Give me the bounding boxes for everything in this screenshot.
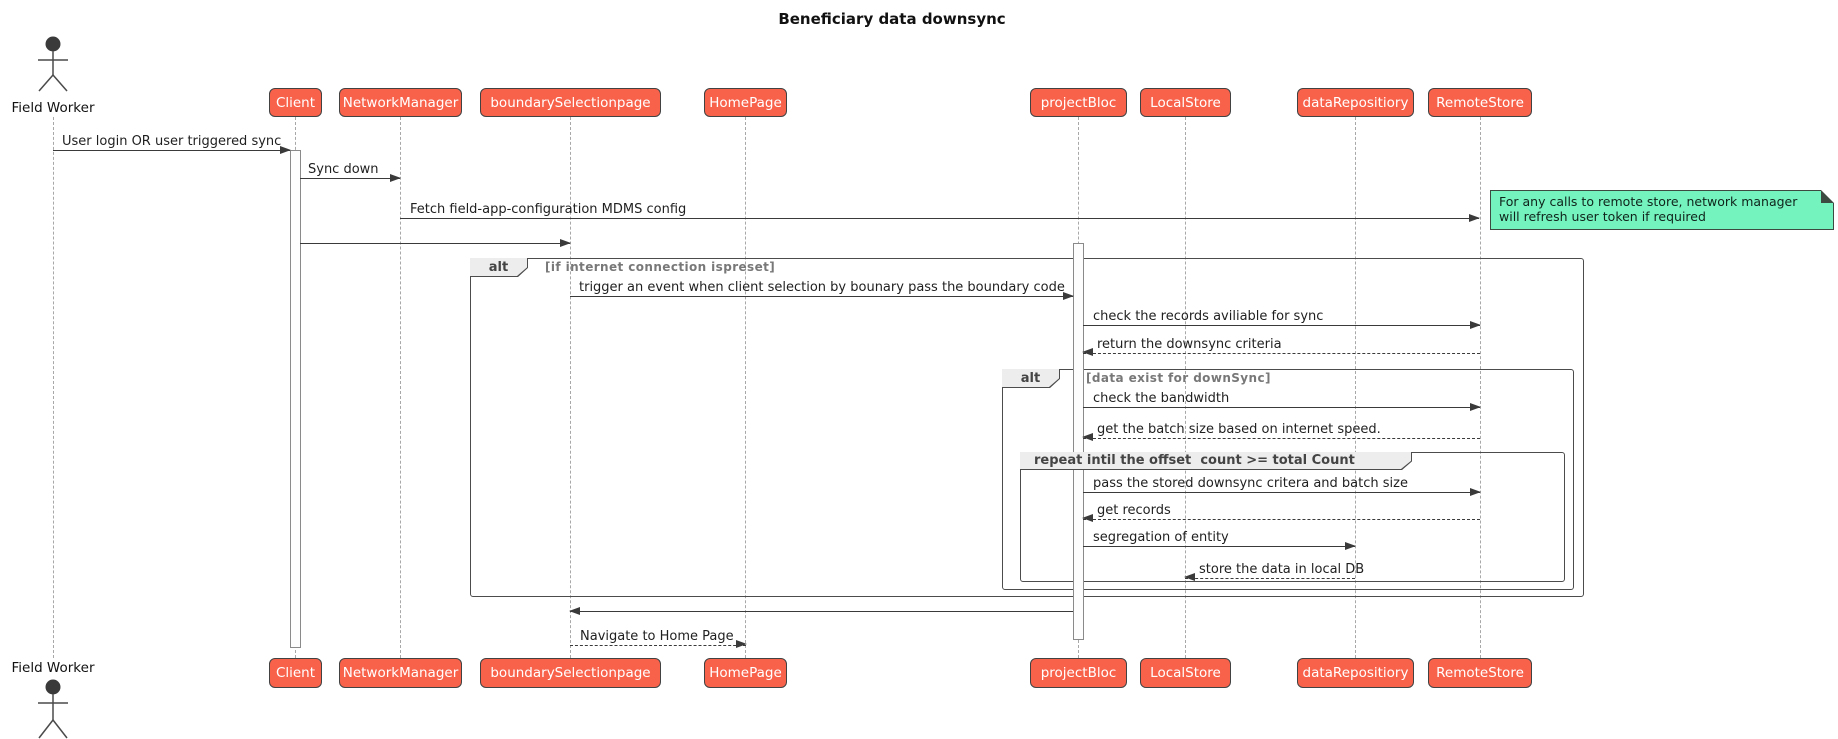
message-arrow-check-records <box>1083 320 1481 329</box>
message-label: Navigate to Home Page <box>580 629 734 644</box>
message-arrow-sync-down <box>300 173 401 182</box>
arrowhead-icon <box>1082 513 1093 522</box>
participant-boundaryselectionpage-top: boundarySelectionpage <box>480 88 661 117</box>
message-arrow-return-criteria <box>1082 347 1480 356</box>
lifeline-remotestore <box>1479 117 1481 658</box>
message-arrow-navigate-home <box>570 639 747 648</box>
participant-networkmanager-top: NetworkManager <box>339 88 462 117</box>
alt-outer-frame <box>470 258 1584 597</box>
arrowhead-icon <box>1184 572 1195 581</box>
participant-client-bottom: Client <box>269 658 322 688</box>
message-label: Sync down <box>308 162 379 177</box>
message-label: return the downsync criteria <box>1097 337 1282 352</box>
participant-client-top: Client <box>269 88 322 117</box>
message-arrow-get-batch-size <box>1082 432 1480 441</box>
message-arrow-trigger-event <box>570 291 1074 300</box>
arrowhead-icon <box>1063 291 1074 300</box>
lifeline-field-worker <box>52 117 54 658</box>
arrowhead-icon <box>1082 432 1093 441</box>
field-worker-label-bottom: Field Worker <box>11 660 95 676</box>
alt-outer-keyword: alt <box>470 258 527 276</box>
field-worker-actor-icon <box>38 36 68 92</box>
participant-localstore-top: LocalStore <box>1140 88 1231 117</box>
message-label: store the data in local DB <box>1199 562 1365 577</box>
participant-remotestore-bottom: RemoteStore <box>1428 658 1532 688</box>
alt-inner-keyword: alt <box>1002 369 1059 387</box>
diagram-title: Beneficiary data downsync <box>778 10 1006 28</box>
message-arrow-check-bandwidth <box>1083 402 1481 411</box>
participant-datarepositiory-bottom: dataRepositiory <box>1297 658 1414 688</box>
arrowhead-icon <box>560 238 571 247</box>
participant-localstore-bottom: LocalStore <box>1140 658 1231 688</box>
message-arrow-user-login <box>53 145 291 154</box>
message-arrow-get-records <box>1082 513 1480 522</box>
arrowhead-icon <box>1469 213 1480 222</box>
message-label: pass the stored downsync critera and bat… <box>1093 476 1408 491</box>
message-arrow-client-to-boundary <box>300 238 571 247</box>
lifeline-localstore <box>1185 117 1186 658</box>
message-label: check the records aviliable for sync <box>1093 309 1324 324</box>
participant-datarepositiory-top: dataRepositiory <box>1297 88 1414 117</box>
message-label: Fetch field-app-configuration MDMS confi… <box>410 202 687 217</box>
arrowhead-icon <box>569 606 580 615</box>
message-label: check the bandwidth <box>1093 391 1230 406</box>
participant-networkmanager-bottom: NetworkManager <box>339 658 462 688</box>
participant-remotestore-top: RemoteStore <box>1428 88 1532 117</box>
arrowhead-icon <box>1470 402 1481 411</box>
alt-inner-frame-label: alt <box>1002 369 1060 388</box>
message-arrow-return-to-boundary <box>569 606 1073 615</box>
message-label: User login OR user triggered sync <box>62 134 282 149</box>
field-worker-actor-icon-bottom <box>38 679 68 739</box>
message-label: trigger an event when client selection b… <box>579 280 1065 295</box>
message-label: get the batch size based on internet spe… <box>1097 422 1381 437</box>
message-label: segregation of entity <box>1093 530 1229 545</box>
message-arrow-fetch-mdms <box>400 213 1480 222</box>
arrowhead-icon <box>1082 347 1093 356</box>
remote-store-note: For any calls to remote store, network m… <box>1490 190 1834 230</box>
lifeline-datarepositiory <box>1355 117 1356 658</box>
repeat-keyword: repeat intil the offset count >= total C… <box>1020 452 1411 469</box>
lifeline-boundaryselectionpage <box>570 117 571 658</box>
arrowhead-icon <box>736 639 747 648</box>
message-arrow-store-local-db <box>1184 572 1355 581</box>
participant-homepage-bottom: HomePage <box>704 658 787 688</box>
arrowhead-icon <box>1470 487 1481 496</box>
client-activation-bar <box>289 150 301 648</box>
message-arrow-pass-criteria <box>1083 487 1481 496</box>
arrowhead-icon <box>1470 320 1481 329</box>
message-arrow-segregation <box>1083 541 1356 550</box>
alt-outer-guard: [if internet connection ispreset] <box>545 260 776 274</box>
alt-inner-guard: [data exist for downSync] <box>1086 371 1271 385</box>
arrowhead-icon <box>1345 541 1356 550</box>
lifeline-homepage <box>745 117 746 658</box>
alt-outer-frame-label: alt <box>470 258 528 277</box>
field-worker-label-top: Field Worker <box>11 100 95 116</box>
arrowhead-icon <box>390 173 401 182</box>
lifeline-networkmanager <box>400 117 401 658</box>
repeat-frame-label: repeat intil the offset count >= total C… <box>1020 452 1412 470</box>
participant-projectbloc-bottom: projectBloc <box>1030 658 1127 688</box>
participant-homepage-top: HomePage <box>704 88 787 117</box>
message-label: get records <box>1097 503 1171 518</box>
note-line-1: For any calls to remote store, network m… <box>1499 194 1798 209</box>
participant-boundaryselectionpage-bottom: boundarySelectionpage <box>480 658 661 688</box>
note-line-2: will refresh user token if required <box>1499 209 1706 224</box>
arrowhead-icon <box>280 145 291 154</box>
alt-inner-frame <box>1002 369 1574 590</box>
projectbloc-activation-bar <box>1072 243 1084 640</box>
participant-projectbloc-top: projectBloc <box>1030 88 1127 117</box>
